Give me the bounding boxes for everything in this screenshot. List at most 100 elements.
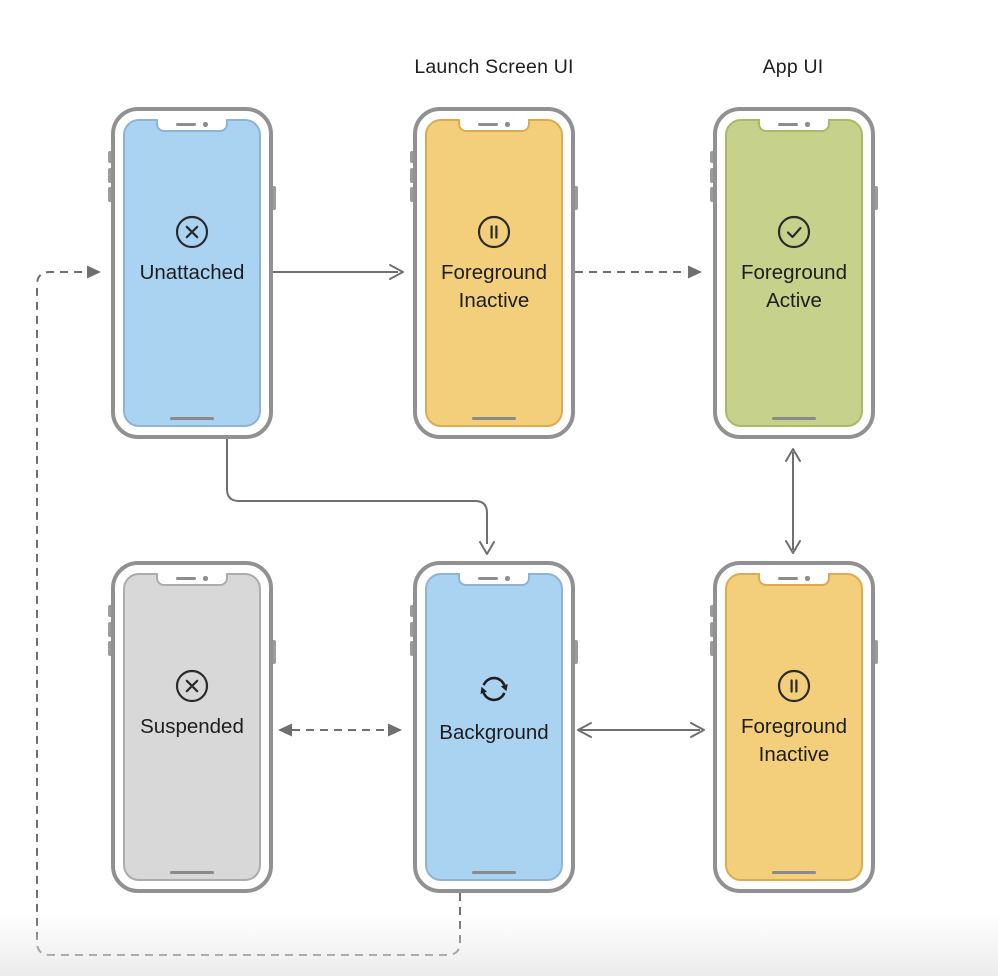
column-title-app-ui: App UI — [762, 56, 824, 78]
power-button — [574, 186, 578, 210]
notch — [758, 119, 830, 132]
phone-frame: Foreground Inactive — [713, 561, 875, 893]
state-label: Foreground Inactive — [441, 259, 547, 315]
phone-foreground-active: Foreground Active — [710, 107, 878, 439]
camera-icon — [505, 122, 510, 127]
volume-up-button — [410, 168, 414, 183]
volume-down-button — [710, 641, 714, 656]
power-button — [874, 640, 878, 664]
camera-icon — [203, 576, 208, 581]
state-label-line2: Inactive — [458, 289, 530, 313]
arrow-background-foreground-inactive-bidirectional — [577, 722, 705, 738]
home-indicator — [772, 417, 816, 420]
arrow-unattached-to-background — [226, 439, 495, 555]
state-label: Background — [439, 719, 548, 747]
state-content: Foreground Inactive — [727, 669, 861, 769]
state-label: Foreground Active — [741, 259, 847, 315]
phone-screen: Foreground Inactive — [425, 119, 563, 427]
speaker-icon — [478, 576, 499, 581]
phone-frame: Suspended — [111, 561, 273, 893]
home-indicator — [472, 871, 516, 874]
state-label-line1: Foreground — [441, 261, 547, 285]
speaker-icon — [478, 122, 499, 127]
volume-down-button — [108, 187, 112, 202]
phone-suspended: Suspended — [108, 561, 276, 893]
state-label-line1: Unattached — [139, 261, 245, 285]
camera-icon — [805, 576, 810, 581]
phone-foreground-inactive-launch: Foreground Inactive — [410, 107, 578, 439]
arrow-suspended-background-bidirectional — [278, 723, 402, 737]
volume-down-button — [410, 641, 414, 656]
phone-screen: Suspended — [123, 573, 261, 881]
phone-frame: Foreground Inactive — [413, 107, 575, 439]
speaker-icon — [176, 576, 197, 581]
home-indicator — [170, 871, 214, 874]
phone-frame: Unattached — [111, 107, 273, 439]
state-label: Suspended — [140, 713, 244, 741]
phone-foreground-inactive-app: Foreground Inactive — [710, 561, 878, 893]
power-button — [874, 186, 878, 210]
mute-button — [410, 605, 414, 617]
volume-up-button — [108, 168, 112, 183]
arrow-unattached-to-foreground-inactive — [273, 264, 404, 280]
phone-screen: Foreground Inactive — [725, 573, 863, 881]
state-content: Foreground Inactive — [427, 215, 561, 315]
state-content: Suspended — [125, 669, 259, 741]
state-content: Unattached — [125, 215, 259, 287]
phone-screen: Background — [425, 573, 563, 881]
phone-screen: Foreground Active — [725, 119, 863, 427]
notch — [458, 573, 530, 586]
arrow-foreground-inactive-to-foreground-active — [575, 265, 702, 279]
phone-frame: Background — [413, 561, 575, 893]
state-label-line2: Inactive — [758, 743, 830, 767]
phone-unattached: Unattached — [108, 107, 276, 439]
volume-down-button — [410, 187, 414, 202]
volume-down-button — [108, 641, 112, 656]
home-indicator — [170, 417, 214, 420]
state-label: Unattached — [140, 259, 245, 287]
camera-icon — [505, 576, 510, 581]
phone-background: Background — [410, 561, 578, 893]
camera-icon — [805, 122, 810, 127]
speaker-icon — [778, 576, 799, 581]
state-label-line1: Foreground — [741, 261, 847, 285]
x-circle-icon — [175, 216, 209, 249]
state-label-line1: Foreground — [741, 715, 847, 739]
volume-up-button — [108, 622, 112, 637]
volume-up-button — [710, 168, 714, 183]
mute-button — [108, 605, 112, 617]
pause-circle-icon — [777, 670, 811, 703]
volume-up-button — [410, 622, 414, 637]
mute-button — [710, 151, 714, 163]
state-label-line2: Active — [766, 289, 822, 313]
state-label-line1: Suspended — [140, 715, 244, 739]
notch — [758, 573, 830, 586]
column-title-launch-screen-ui: Launch Screen UI — [414, 56, 574, 78]
volume-down-button — [710, 187, 714, 202]
pause-circle-icon — [477, 216, 511, 249]
notch — [458, 119, 530, 132]
x-circle-icon — [175, 670, 209, 703]
notch — [156, 573, 228, 586]
camera-icon — [203, 122, 208, 127]
power-button — [272, 186, 276, 210]
state-label-line1: Background — [439, 721, 549, 745]
notch — [156, 119, 228, 132]
refresh-circle-icon — [480, 677, 508, 702]
state-label: Foreground Inactive — [741, 713, 847, 769]
speaker-icon — [176, 122, 197, 127]
phone-screen: Unattached — [123, 119, 261, 427]
mute-button — [410, 151, 414, 163]
state-content: Background — [427, 669, 561, 747]
speaker-icon — [778, 122, 799, 127]
check-circle-icon — [777, 216, 811, 249]
state-content: Foreground Active — [727, 215, 861, 315]
mute-button — [108, 151, 112, 163]
phone-frame: Foreground Active — [713, 107, 875, 439]
volume-up-button — [710, 622, 714, 637]
power-button — [574, 640, 578, 664]
mute-button — [710, 605, 714, 617]
home-indicator — [772, 871, 816, 874]
home-indicator — [472, 417, 516, 420]
